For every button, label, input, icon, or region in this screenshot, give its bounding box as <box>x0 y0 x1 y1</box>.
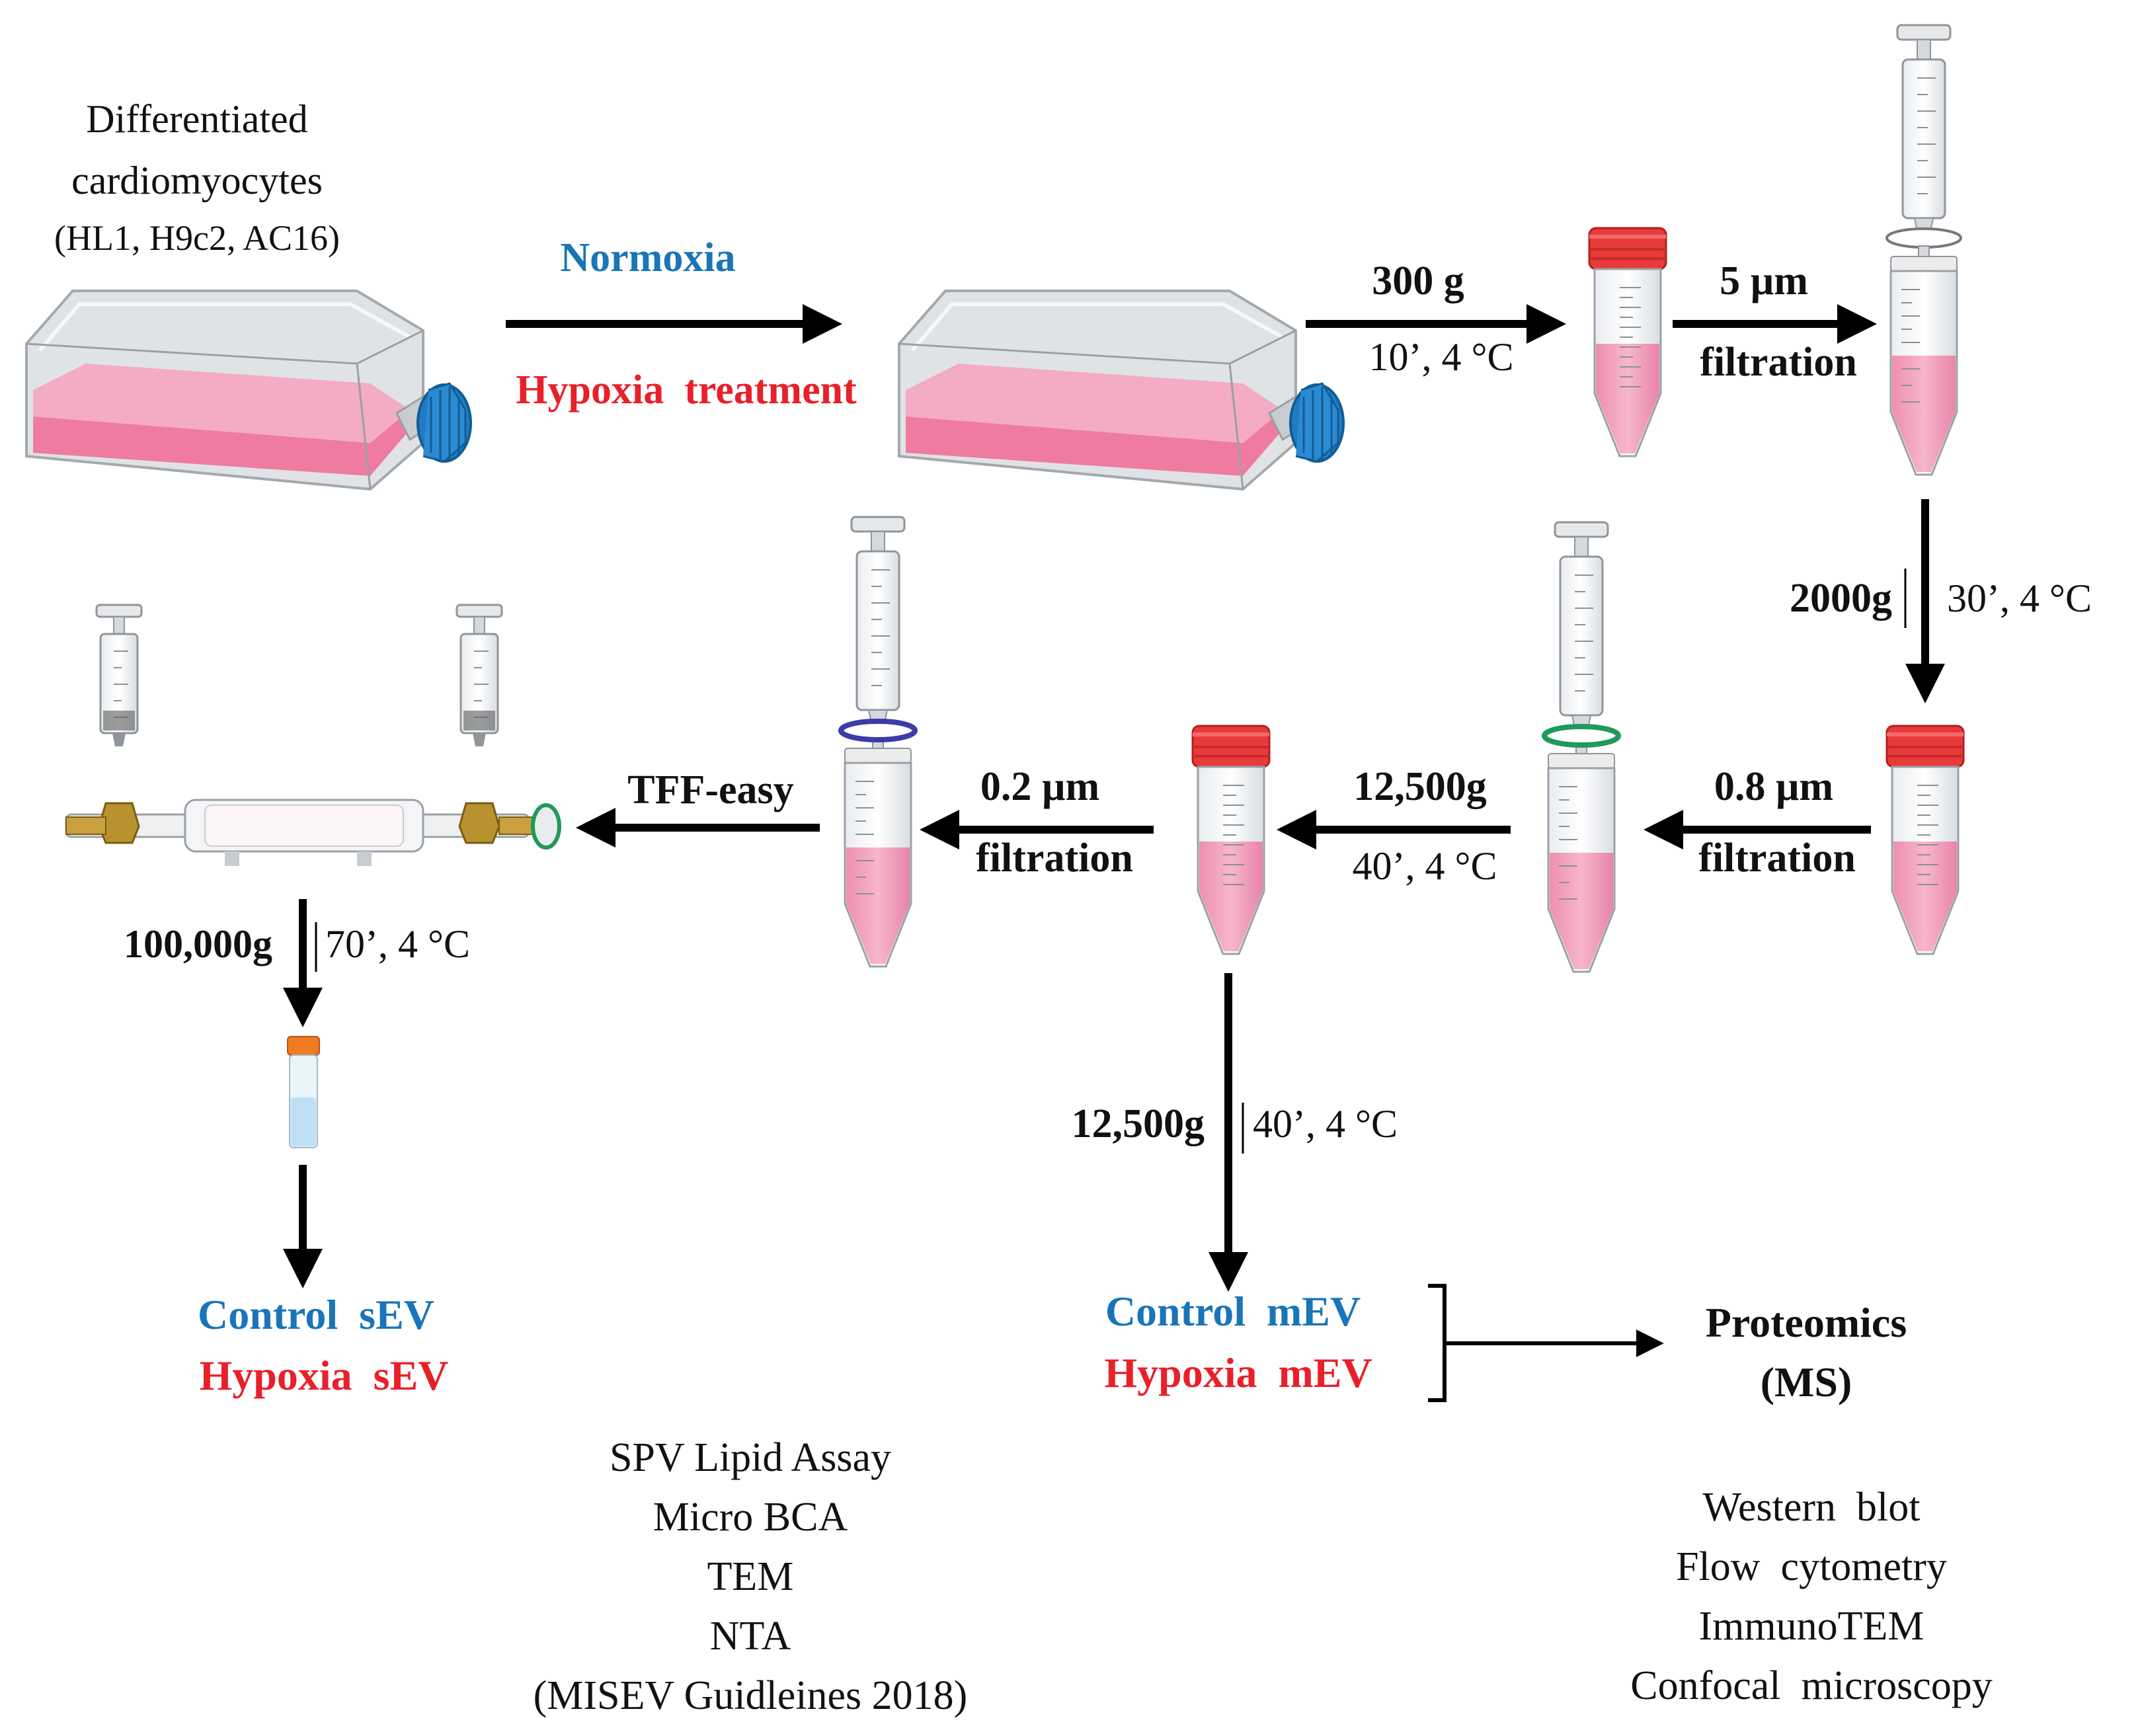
spin-12500g-conditions: 40’, 4 °C <box>1353 844 1497 888</box>
filter-08um-size: 0.8 µm <box>1714 764 1833 809</box>
spin-300g-speed: 300 g <box>1372 258 1464 303</box>
list-item: TEM <box>707 1554 794 1599</box>
tff-easy-label: TFF-easy <box>627 768 793 812</box>
list-item: SPV Lipid Assay <box>610 1435 891 1480</box>
start-label-line2: cardiomyocytes <box>71 159 323 202</box>
list-item: Micro BCA <box>653 1495 848 1540</box>
spin-12500g-down-conditions: 40’, 4 °C <box>1253 1102 1398 1146</box>
conical-tube-icon <box>1885 725 1965 955</box>
ultracentrifuge-tube-icon <box>287 1036 320 1148</box>
list-item: ImmunoTEM <box>1699 1604 1924 1649</box>
filter-5um-word: filtration <box>1700 340 1857 385</box>
normoxia-label: Normoxia <box>560 235 735 280</box>
conical-tube-icon <box>1191 725 1271 955</box>
filter-ring-purple <box>838 719 918 742</box>
culture-flask-icon <box>26 291 471 489</box>
mev-bracket <box>1428 1284 1447 1402</box>
analyses-list: Western blot Flow cytometry ImmunoTEM Co… <box>1630 1485 1993 1708</box>
control-mev-label: Control mEV <box>1105 1288 1361 1335</box>
tff-easy-device-icon <box>65 604 561 866</box>
proteomics-label: Proteomics <box>1706 1299 1907 1346</box>
characterization-list: SPV Lipid Assay Micro BCA TEM NTA (MISEV… <box>534 1435 968 1718</box>
filter-ring-green <box>1542 724 1621 748</box>
conical-tube-icon <box>1588 227 1667 457</box>
spin-2000g-speed: 2000g <box>1790 576 1892 621</box>
list-item: NTA <box>710 1614 791 1659</box>
spin-2000g-conditions: 30’, 4 °C <box>1947 576 2092 620</box>
filter-08um-word: filtration <box>1698 836 1856 881</box>
list-item: Western blot <box>1702 1485 1920 1530</box>
list-item: Confocal microscopy <box>1630 1663 1993 1708</box>
spin-100000g-speed: 100,000g <box>124 922 272 966</box>
filter-02um-word: filtration <box>976 836 1133 881</box>
spin-12500g-down-speed: 12,500g <box>1072 1101 1205 1146</box>
hypoxia-sev-label: Hypoxia sEV <box>200 1352 449 1399</box>
proteomics-ms-label: (MS) <box>1761 1359 1852 1405</box>
hypoxia-treatment-label: Hypoxia treatment <box>516 368 857 413</box>
treated-flask-icon <box>899 291 1343 489</box>
hypoxia-mev-label: Hypoxia mEV <box>1104 1349 1372 1396</box>
control-sev-label: Control sEV <box>198 1291 434 1338</box>
filter-5um-size: 5 µm <box>1720 258 1808 303</box>
spin-12500g-speed: 12,500g <box>1353 764 1487 809</box>
syringe-filter-icon <box>1885 24 1962 476</box>
list-item: Flow cytometry <box>1676 1544 1947 1589</box>
filter-02um-size: 0.2 µm <box>980 764 1099 809</box>
spin-100000g-conditions: 70’, 4 °C <box>325 922 470 966</box>
start-label-line1: Differentiated <box>86 97 307 141</box>
spin-300g-conditions: 10’, 4 °C <box>1369 335 1514 379</box>
list-item: (MISEV Guidleines 2018) <box>534 1673 968 1718</box>
start-label-line3: (HL1, H9c2, AC16) <box>54 218 340 258</box>
